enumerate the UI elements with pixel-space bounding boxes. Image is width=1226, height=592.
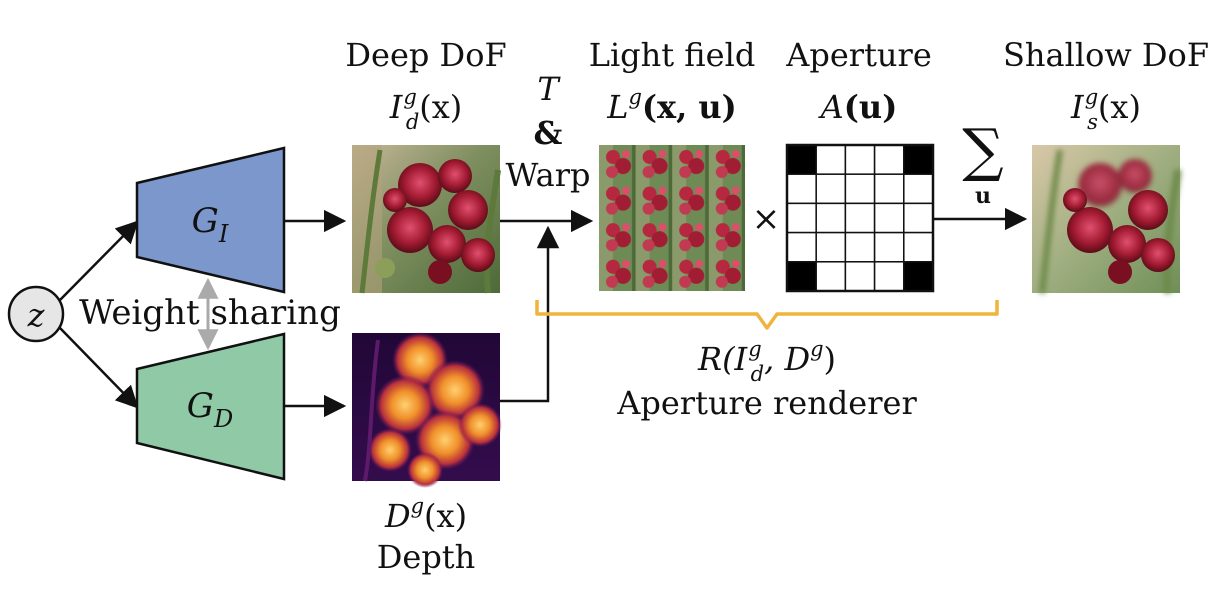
aperture-cell: [844, 231, 876, 263]
shallow-dof-title: Shallow DoF: [1003, 36, 1209, 74]
aperture-cell: [815, 202, 847, 234]
depth-image: [352, 332, 502, 488]
aperture-cell: [903, 202, 934, 234]
aperture-cell: [873, 231, 905, 263]
gi-trapezoid: [135, 146, 286, 294]
sum-symbol: ∑: [962, 116, 1003, 184]
renderer-label: Aperture renderer: [616, 384, 917, 422]
depth-symbol: Dg(x): [384, 494, 467, 535]
depth-to-warp-arrow: [500, 225, 560, 403]
aperture-cell: [873, 202, 905, 234]
z-label: z: [27, 296, 46, 334]
aperture-cell: [903, 173, 934, 205]
aperture-cell: [786, 202, 817, 234]
aperture-cell: [786, 261, 817, 292]
aperture-cell: [903, 144, 934, 175]
aperture-cell: [844, 144, 876, 175]
aperture-grid: [785, 143, 935, 293]
aperture-cell: [844, 202, 876, 234]
aperture-cell: [873, 144, 905, 175]
aperture-cell: [873, 261, 905, 292]
deep-dof-image: [352, 145, 501, 294]
light-field-symbol: Lg(x, u): [606, 85, 737, 126]
gd-label: GD: [187, 386, 233, 433]
generator-gd: GD: [135, 332, 286, 481]
gi-label: GI: [192, 201, 229, 248]
generator-gi: GI: [135, 146, 286, 294]
shallow-dof-image: [1032, 145, 1182, 294]
aperture-symbol: A(u): [818, 88, 898, 126]
aperture-cell: [844, 261, 876, 292]
gd-trapezoid: [135, 332, 286, 481]
aperture-cell: [903, 231, 934, 263]
z-node: z: [7, 285, 65, 343]
transform-warp: Warp: [506, 156, 591, 194]
aperture-title: Aperture: [785, 36, 932, 74]
multiply-symbol: ×: [752, 199, 781, 239]
aperture-cell: [786, 144, 817, 175]
aperture-cell: [844, 173, 876, 205]
renderer-brace: [535, 300, 999, 330]
aperture-cell: [786, 173, 817, 205]
aperture-cell: [815, 173, 847, 205]
sum-index: u: [975, 183, 991, 209]
z-to-gd-arrow: [59, 327, 139, 409]
transform-amp: &: [534, 114, 563, 152]
aperture-cell: [903, 261, 934, 292]
aperture-cell: [786, 231, 817, 263]
aperture-cell: [815, 144, 847, 175]
light-field-title: Light field: [589, 36, 756, 74]
weight-sharing-label: Weight sharing: [79, 293, 341, 333]
z-to-gi-arrow: [59, 220, 139, 301]
aperture-cell: [873, 173, 905, 205]
z-circle: [7, 285, 65, 343]
aperture-cell: [815, 231, 847, 263]
light-field-image: [599, 145, 745, 291]
deep-dof-title: Deep DoF: [345, 36, 506, 74]
aperture-cell: [815, 261, 847, 292]
depth-title: Depth: [377, 538, 476, 576]
transform-t: T: [537, 70, 561, 108]
